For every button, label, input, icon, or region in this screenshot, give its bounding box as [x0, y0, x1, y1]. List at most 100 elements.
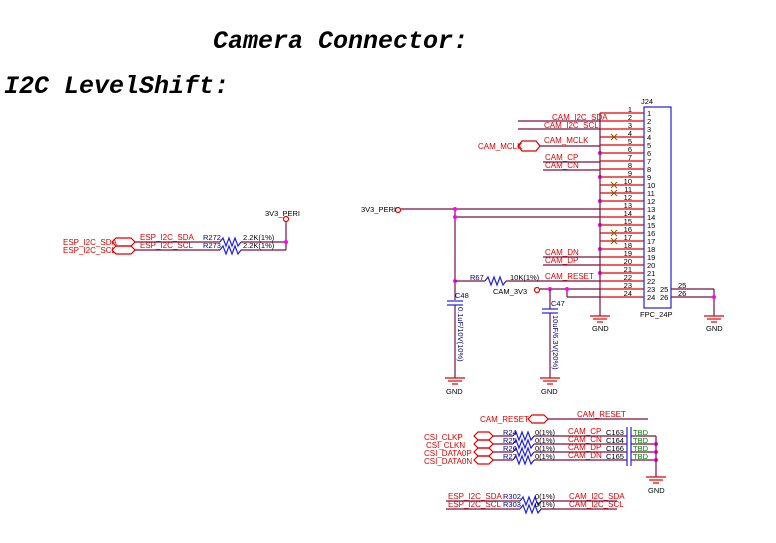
port-icon	[473, 431, 494, 441]
power-port-3v3-peri	[394, 206, 402, 214]
resistor-ref: R27	[503, 452, 517, 461]
pin-number-outer: 17	[624, 233, 632, 242]
pin-number-outer: 3	[628, 121, 632, 130]
pin-number-inner: 15	[647, 221, 655, 230]
r303-ref: R303	[503, 500, 521, 509]
net-cam-cn: CAM_CN	[545, 161, 579, 170]
pin-number-outer: 10	[624, 177, 632, 186]
capacitor-value: TBD	[633, 444, 649, 453]
resistor-r302	[519, 495, 542, 507]
pin-number-outer: 23	[624, 281, 632, 290]
net-cam-reset: CAM_RESET	[577, 410, 626, 419]
net-cam-i2c-scl: CAM_I2C_SCL	[569, 500, 624, 509]
pin-number-inner: 17	[647, 237, 655, 246]
port-label-esp-i2c-scl: ESP_I2C_SCL	[63, 246, 116, 255]
pin-number-inner: 20	[647, 261, 655, 270]
pin-number-inner: 4	[647, 133, 651, 142]
pin-number-inner: 19	[647, 253, 655, 262]
pin-number-inner: 5	[647, 141, 651, 150]
pin-number-inner: 22	[647, 277, 655, 286]
resistor-r272	[219, 236, 242, 248]
pin-number-inner: 3	[647, 125, 651, 134]
pin-number-inner: 9	[647, 173, 651, 182]
gnd-label: GND	[541, 387, 558, 396]
c48-ref: C48	[455, 291, 469, 300]
c47-value: 10uF/6.3V(20%)	[551, 315, 560, 370]
port-label-cam-reset: CAM_RESET	[480, 415, 529, 424]
net-cam-reset: CAM_RESET	[545, 272, 594, 281]
pin-number-outer: 21	[624, 265, 632, 274]
gnd-bus: GND	[590, 113, 610, 333]
pin-number-inner: 21	[647, 269, 655, 278]
net-cam-3v3: CAM_3V3	[493, 287, 527, 296]
connector-part: FPC_24P	[640, 310, 673, 319]
resistor	[512, 430, 535, 442]
net-esp-i2c-scl: ESP_I2C_SCL	[140, 241, 193, 250]
resistor-value: 0(1%)	[535, 436, 556, 445]
pin-number-outer: 1	[628, 105, 632, 114]
net-label: CAM_DN	[568, 451, 602, 460]
net-3v3-peri: 3V3_PERI	[361, 205, 396, 214]
port-label-csi-data0n: CSI_DATA0N	[424, 457, 472, 466]
pin-number-outer: 13	[624, 201, 632, 210]
r67-ref: R67	[470, 273, 484, 282]
no-connect-icon	[610, 237, 618, 245]
pin-number-outer: 11	[624, 185, 632, 194]
gnd-label: GND	[706, 324, 723, 333]
pin-number-inner: 14	[647, 213, 655, 222]
net-cam-i2c-sda: CAM_I2C_SDA	[552, 113, 608, 122]
net-label: CAM_CP	[568, 427, 601, 436]
pin-number-inner: 13	[647, 205, 655, 214]
pin-number-outer: 18	[624, 241, 632, 250]
port-icon	[473, 439, 494, 449]
gnd-symbol	[590, 315, 610, 323]
c48-value: 0.1uF/10V(10%)	[456, 307, 465, 362]
pin-number-inner: 24	[647, 293, 655, 302]
no-connect-icon	[610, 181, 618, 189]
pin-number-inner: 26	[660, 293, 668, 302]
resistor-ref: R24	[503, 428, 517, 437]
resistor-r273	[219, 244, 242, 256]
net-cam-dn: CAM_DN	[545, 248, 579, 257]
capacitor-c48	[445, 300, 465, 385]
capacitor-ref: C165	[606, 452, 624, 461]
power-port-cam-3v3	[533, 286, 541, 294]
resistor-ref: R26	[503, 444, 517, 453]
net-3v3-peri: 3V3_PERI	[265, 209, 300, 218]
gnd-label: GND	[446, 387, 463, 396]
net-cam-mclk: CAM_MCLK	[544, 136, 589, 145]
i2c-levelshift	[111, 215, 290, 256]
connector-ref: J24	[641, 97, 653, 106]
no-connect-icon	[610, 229, 618, 237]
capacitor-ref: C164	[606, 436, 624, 445]
capacitor-ref: C163	[606, 428, 624, 437]
title-i2c-levelshift: I2C LevelShift:	[4, 72, 229, 101]
pin-number-outer: 6	[628, 145, 632, 154]
port-cam-mclk	[517, 140, 600, 152]
r272-value: 2.2K(1%)	[243, 233, 275, 242]
pin-number-inner: 25	[660, 285, 668, 294]
pin-number-outer: 19	[624, 249, 632, 258]
gnd-label: GND	[648, 486, 665, 495]
port-icon	[473, 455, 494, 465]
resistor-value: 0(1%)	[535, 444, 556, 453]
net-label: CAM_DP	[568, 443, 601, 452]
pin-number-outer: 16	[624, 225, 632, 234]
capacitor-value: TBD	[633, 436, 649, 445]
pin-number-inner: 1	[647, 109, 651, 118]
connector-pin-13: 13 13	[600, 201, 655, 214]
